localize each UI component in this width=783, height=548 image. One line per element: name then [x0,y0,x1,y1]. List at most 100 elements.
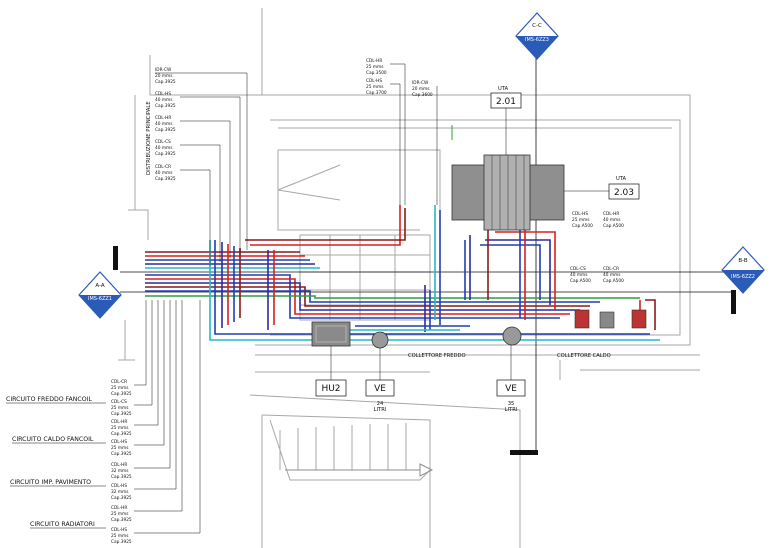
circuit-labels: CIRCUITO FREDDO FANCOIL CIRCUITO CALDO F… [6,396,106,529]
pipe-tag: CDL-CS 40 mms Cap.3925 [155,139,221,262]
uta-label-1: UTA 2.01 [490,86,522,155]
equipment [311,154,647,349]
pipe-tag-capacity: Cap.3925 [111,411,132,417]
pipe-tag-capacity: Cap.A500 [603,278,624,284]
pipe-tag-capacity: Cap.3925 [155,103,176,109]
pipe-tag-capacity: Cap.3600 [412,92,433,98]
section-marker-bb: B-B IMS-6ZZ2 [721,246,765,294]
expansion-vessel-symbol [502,326,522,346]
pipe-tag-size: 40 mms [155,97,173,103]
pipe-tag-code: IDR-CW [155,67,172,73]
pipe-tag-capacity: Cap.3925 [111,474,132,480]
collector-hot-label: COLLETTORE CALDO [557,353,611,359]
pipe-tag-code: CDL-HS [572,211,588,217]
ve2-text: VE [505,384,517,394]
pipe-tag-size: 25 mms [111,405,129,411]
pipe-tag-size: 25 mms [111,533,129,539]
pipe-tags-uta: CDL-HS 25 mms Cap.A500 CDL-HR 40 mms Cap… [570,211,624,284]
pipe-tag-capacity: Cap.3925 [111,451,132,457]
pipe-tag-code: CDL-HR [111,505,127,511]
pipe-tag: CDL-HR 25 mms Cap.3925 [111,300,159,437]
pipe-tag-code: CDL-HS [111,439,127,445]
pipe-tag-size: 25 mms [111,425,129,431]
pipe-tag-code: CDL-CR [155,164,171,170]
pipe-tag-capacity: Cap.A500 [570,278,591,284]
pipe-tag-size: 40 mms [155,145,173,151]
section-marker-bottom-text: IMS-6ZZ3 [525,37,549,43]
pipe-tag-size: 25 mms [572,217,590,223]
pipe-tag: CDL-CS 40 mms Cap.A500 [570,266,591,284]
pipe-tags-top: CDL-HR 25 mms Cap.3500 CDL-HS 25 mms Cap… [366,58,438,205]
pipe-tag: IDR-CW 20 mms Cap.3925 [155,67,248,250]
pipe-tag-code: CDL-HR [603,211,619,217]
pipe-tag-size: 25 mms [366,64,384,70]
pump-symbol [574,309,590,329]
pipe-tag: CDL-HR 40 mms Cap.A500 [603,211,624,229]
pipe-tag: CDL-CS 25 mms Cap.3925 [111,300,153,417]
architecture-background [118,8,700,548]
circuit-tags: CDL-CR 25 mms Cap.3925 CDL-CS 25 mms Cap… [111,300,201,545]
pipe-tag: CDL-HS 25 mms Cap.A500 [572,211,593,229]
uta-coil-symbol [483,154,531,231]
pipe-tag: CDL-HS 40 mms Cap.3925 [155,91,241,255]
pipe-tag-size: 40 mms [603,272,621,278]
pipe-tag-size: 25 mms [366,84,384,90]
pipe-tag-code: IDR-CW [412,80,429,86]
pipe-tag: CDL-HR 32 mms Cap.3925 [111,300,171,480]
pipe-tag: CDL-HR 25 mms Cap.3500 [366,58,406,205]
pipe-tag-capacity: Cap.3925 [111,391,132,397]
section-cut-marker [113,246,118,270]
uta-label-text: UTA [616,176,627,182]
pipe-tag-code: CDL-CS [570,266,586,272]
pipe-tag: CDL-HR 25 mms Cap.3925 [111,300,183,523]
hu2-unit-symbol [311,321,351,347]
pump-symbol [599,311,615,329]
pipe-tag-size: 32 mms [111,489,129,495]
section-marker-aa: A-A IMS-6ZZ1 [78,271,122,319]
pipe-tag-capacity: Cap.A500 [572,223,593,229]
section-marker-bottom-text: IMS-6ZZ1 [88,296,112,302]
expansion-vessel-symbol [371,331,389,349]
uta-code: 2.03 [614,188,634,198]
vertical-title: DISTRIBUZIONE PRINCIPALE [146,101,152,175]
pipe-tag: CDL-HS 25 mms Cap.3925 [111,300,165,457]
pipe-tag-capacity: Cap.3500 [366,70,387,76]
pipe-tag-capacity: Cap.3700 [366,90,387,96]
pipe-tag: IDR-CW 20 mms Cap.3600 [412,80,438,205]
pipe-tag-code: CDL-HR [111,462,127,468]
pipe-tag-capacity: Cap.3925 [155,176,176,182]
hu2-label: HU2 [315,346,347,397]
pipe-tag-capacity: Cap.3925 [111,431,132,437]
pipe-tag: CDL-HS 32 mms Cap.3925 [111,300,177,501]
pump-symbol [631,309,647,329]
pipe-tag-capacity: Cap.A500 [603,223,624,229]
pipe-tag-capacity: Cap.3925 [111,517,132,523]
circuit-label: CIRCUITO CALDO FANCOIL [12,436,94,443]
pipe-tag-size: 40 mms [155,170,173,176]
pipe-tag-size: 32 mms [111,468,129,474]
pipe-tag: CDL-CR 40 mms Cap.A500 [603,266,624,284]
pipe-tag-code: CDL-CR [603,266,619,272]
circuit-label: CIRCUITO IMP. PAVIMENTO [10,479,91,486]
pipe-tag-capacity: Cap.3925 [155,127,176,133]
pipe-tag-code: CDL-HR [155,115,171,121]
pipe-tag: CDL-CR 25 mms Cap.3925 [111,300,147,397]
pipe-tags-main: IDR-CW 20 mms Cap.3925 CDL-HS 40 mms Cap… [155,67,248,266]
section-marker-cc: C-C IMS-6ZZ3 [515,12,559,60]
section-cut-lines [113,45,736,455]
pipe-tag-size: 25 mms [111,511,129,517]
pipe-tag-size: 20 mms [412,86,430,92]
section-marker-top-text: A-A [95,283,105,289]
pipe-tag-capacity: Cap.3925 [155,151,176,157]
pipe-tag: CDL-CR 40 mms Cap.3925 [155,164,211,266]
circuit-label: CIRCUITO RADIATORI [30,521,95,528]
pipe-tag: CDL-HS 25 mms Cap.3700 [366,78,401,205]
section-marker-top-text: C-C [532,23,542,29]
pipe-tag: CDL-HR 40 mms Cap.3925 [155,115,231,258]
pipe-tag-code: CDL-HR [366,58,382,64]
pipe-tag-size: 40 mms [155,121,173,127]
